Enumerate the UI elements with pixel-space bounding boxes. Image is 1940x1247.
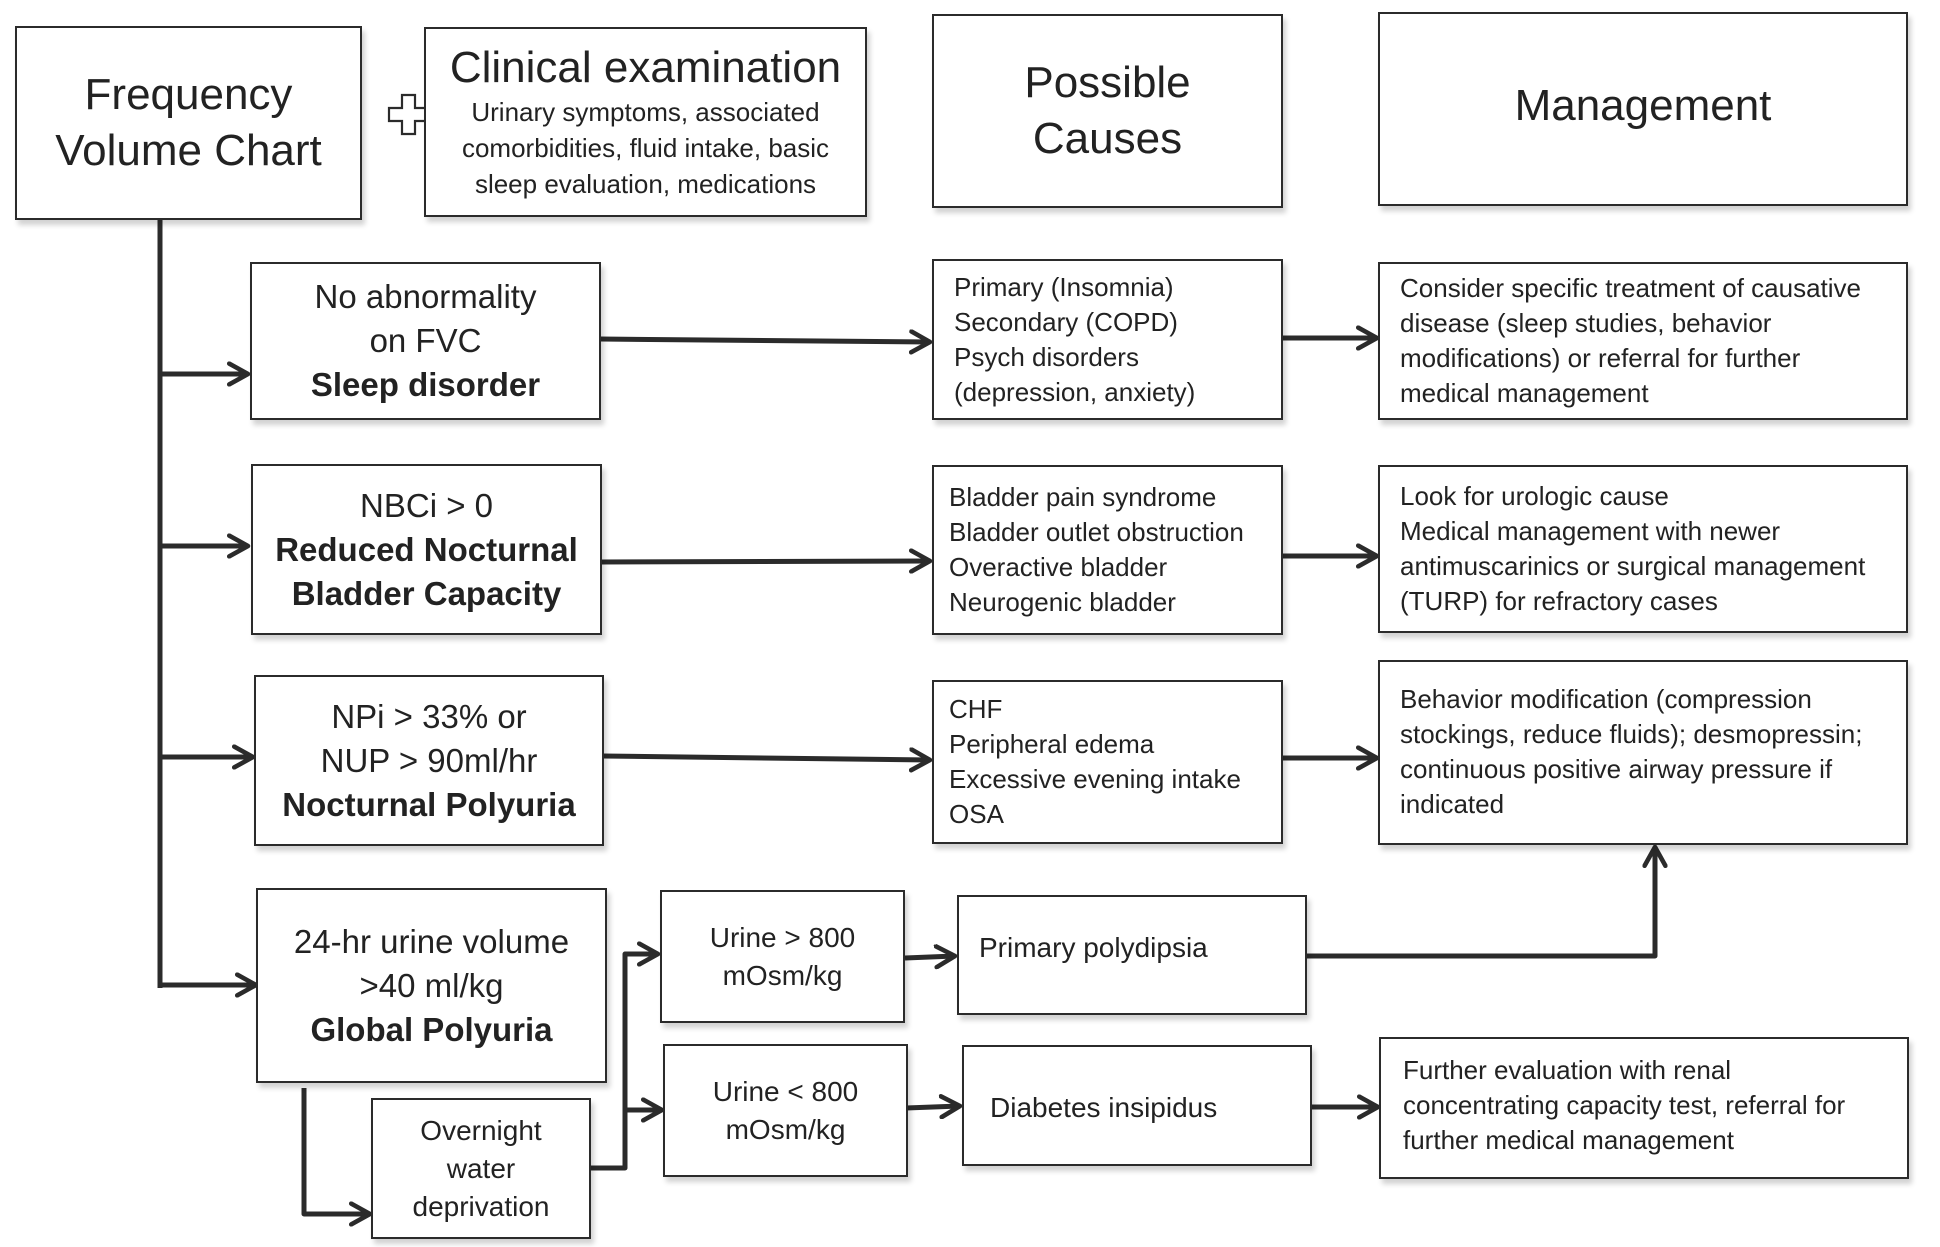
management-reduced-bladder-capacity: Look for urologic cause Medical manageme… — [1378, 465, 1908, 633]
condition-line: >40 ml/kg — [359, 966, 504, 1004]
cause-primary-polydipsia: Primary polydipsia — [957, 895, 1307, 1015]
management-line: further medical management — [1403, 1125, 1734, 1155]
header-management: Management — [1378, 12, 1908, 206]
test-line: water — [446, 1152, 516, 1184]
cause-item: Peripheral edema — [949, 729, 1155, 759]
management-line: Consider specific treatment of causative — [1400, 273, 1861, 303]
condition-reduced-bladder-capacity: NBCi > 0 Reduced Nocturnal Bladder Capac… — [251, 464, 602, 635]
cause-item: Bladder pain syndrome — [949, 482, 1217, 512]
header-clinical-examination: Clinical examination Urinary symptoms, a… — [424, 27, 867, 217]
header-frequency-volume-chart: Frequency Volume Chart — [15, 26, 362, 220]
header-possible-causes: Possible Causes — [932, 14, 1283, 208]
clinical-line-2: comorbidities, fluid intake, basic — [461, 133, 830, 163]
condition-line: NBCi > 0 — [360, 486, 493, 524]
condition-line: NUP > 90ml/hr — [320, 741, 538, 779]
urine-low-osmolality: Urine < 800 mOsm/kg — [663, 1044, 908, 1177]
condition-sleep-disorder: No abnormality on FVC Sleep disorder — [250, 262, 601, 420]
management-line: Further evaluation with renal — [1403, 1055, 1732, 1085]
diagnosis-label: Nocturnal Polyuria — [282, 785, 576, 823]
condition-line: NPi > 33% or — [331, 697, 527, 735]
arrow-reduced-to-causes — [599, 561, 930, 562]
condition-line: on FVC — [369, 322, 482, 359]
arrow-high-to-polydipsia — [904, 956, 955, 958]
header-causes-line-1: Possible — [1024, 58, 1191, 107]
arrow-deprivation-to-high — [591, 954, 658, 1171]
condition-line: 24-hr urine volume — [293, 922, 570, 960]
arrow-sleep-to-causes — [599, 339, 930, 342]
cause-item: Overactive bladder — [949, 552, 1168, 582]
overnight-water-deprivation: Overnight water deprivation — [371, 1098, 591, 1239]
management-line: continuous positive airway pressure if — [1400, 754, 1833, 784]
cause-item: Neurogenic bladder — [949, 587, 1176, 617]
cause-item: Excessive evening intake — [949, 764, 1241, 794]
management-line: medical management — [1400, 378, 1649, 408]
condition-nocturnal-polyuria: NPi > 33% or NUP > 90ml/hr Nocturnal Pol… — [254, 675, 604, 846]
management-line: concentrating capacity test, referral fo… — [1403, 1090, 1846, 1120]
management-line: antimuscarinics or surgical management — [1400, 551, 1866, 581]
management-nocturnal-polyuria: Behavior modification (compression stock… — [1378, 660, 1908, 845]
osmolality-line: mOsm/kg — [725, 1113, 846, 1145]
management-line: disease (sleep studies, behavior — [1400, 308, 1772, 338]
causes-sleep-disorder: Primary (Insomnia) Secondary (COPD) Psyc… — [932, 259, 1283, 420]
cause-item: Secondary (COPD) — [954, 306, 1178, 337]
cause-item: Psych disorders — [954, 341, 1139, 372]
arrow-low-to-diabetes — [905, 1106, 960, 1108]
diagnosis-label: Sleep disorder — [310, 366, 541, 403]
test-line: Overnight — [420, 1114, 542, 1146]
cause-diabetes-insipidus: Diabetes insipidus — [962, 1045, 1312, 1166]
management-line: Look for urologic cause — [1400, 481, 1669, 511]
arrow-nocturnal-to-causes — [602, 756, 930, 760]
diagnosis-label: Bladder Capacity — [291, 574, 562, 612]
management-line: stockings, reduce fluids); desmopressin; — [1400, 719, 1863, 749]
management-sleep-disorder: Consider specific treatment of causative… — [1378, 262, 1908, 420]
cause-item: Bladder outlet obstruction — [949, 517, 1244, 547]
cause-label: Primary polydipsia — [979, 932, 1208, 963]
management-line: indicated — [1400, 789, 1505, 819]
plus-icon — [387, 93, 430, 136]
management-line: Medical management with newer — [1400, 516, 1781, 546]
header-causes-line-2: Causes — [1032, 114, 1183, 163]
cause-label: Diabetes insipidus — [990, 1092, 1218, 1123]
management-line: Behavior modification (compression — [1400, 684, 1812, 714]
cause-item: (depression, anxiety) — [954, 376, 1196, 407]
test-line: deprivation — [412, 1190, 550, 1222]
header-management-label: Management — [1514, 81, 1772, 130]
diagnosis-label: Reduced Nocturnal — [275, 530, 578, 568]
clinical-title: Clinical examination — [449, 43, 842, 92]
header-fvc-line-1: Frequency — [84, 70, 293, 119]
cause-item: OSA — [949, 799, 1004, 829]
causes-reduced-bladder-capacity: Bladder pain syndrome Bladder outlet obs… — [932, 465, 1283, 635]
condition-line: No abnormality — [314, 278, 537, 315]
causes-nocturnal-polyuria: CHF Peripheral edema Excessive evening i… — [932, 680, 1283, 844]
urine-high-osmolality: Urine > 800 mOsm/kg — [660, 890, 905, 1023]
osmolality-line: Urine < 800 — [712, 1075, 859, 1107]
clinical-line-3: sleep evaluation, medications — [474, 169, 817, 199]
cause-item: CHF — [949, 694, 1003, 724]
condition-global-polyuria: 24-hr urine volume >40 ml/kg Global Poly… — [256, 888, 607, 1083]
diagnosis-label: Global Polyuria — [310, 1010, 553, 1048]
osmolality-line: Urine > 800 — [709, 921, 856, 953]
header-fvc-line-2: Volume Chart — [55, 126, 322, 175]
arrow-global-to-deprivation — [301, 1088, 370, 1214]
management-line: modifications) or referral for further — [1400, 343, 1801, 373]
arrow-polydipsia-to-management — [1307, 847, 1655, 959]
osmolality-line: mOsm/kg — [722, 959, 843, 991]
management-diabetes-insipidus: Further evaluation with renal concentrat… — [1379, 1037, 1909, 1179]
clinical-line-1: Urinary symptoms, associated — [471, 97, 820, 127]
management-line: (TURP) for refractory cases — [1400, 586, 1718, 616]
cause-item: Primary (Insomnia) — [954, 271, 1174, 302]
